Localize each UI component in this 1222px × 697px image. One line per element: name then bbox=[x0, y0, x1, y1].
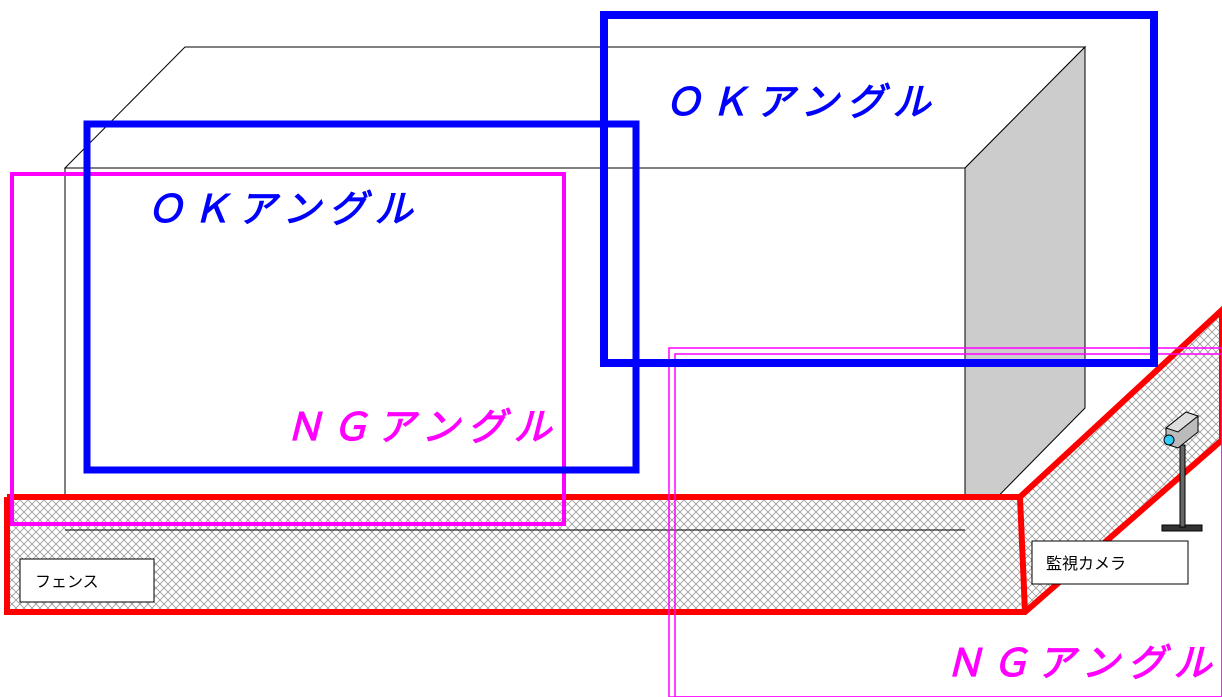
ok-angle-label-lower: ＯＫアングル bbox=[146, 187, 420, 231]
ng-angle-label-upper: ＮＧアングル bbox=[285, 405, 559, 449]
camera-lens-icon bbox=[1163, 434, 1175, 446]
camera-label: 監視カメラ bbox=[1046, 554, 1126, 573]
fence-label: フェンス bbox=[35, 572, 99, 591]
ok-angle-label-upper: ＯＫアングル bbox=[664, 80, 938, 124]
ng-angle-frame-left bbox=[10, 172, 566, 526]
fence-area bbox=[4, 305, 1222, 615]
ok-angle-frame-right bbox=[600, 11, 1158, 367]
ng-angle-frame-right-inner bbox=[674, 353, 1222, 697]
ng-angle-label-lower: ＮＧアングル bbox=[945, 641, 1219, 685]
ok-angle-frame-left bbox=[83, 120, 640, 474]
fence-mesh bbox=[7, 310, 1222, 612]
surveillance-camera-icon bbox=[1161, 411, 1203, 532]
ng-angle-frame-right-outer bbox=[668, 347, 1222, 697]
camera-label-box: 監視カメラ bbox=[1031, 540, 1189, 585]
fence-label-box: フェンス bbox=[19, 558, 155, 603]
